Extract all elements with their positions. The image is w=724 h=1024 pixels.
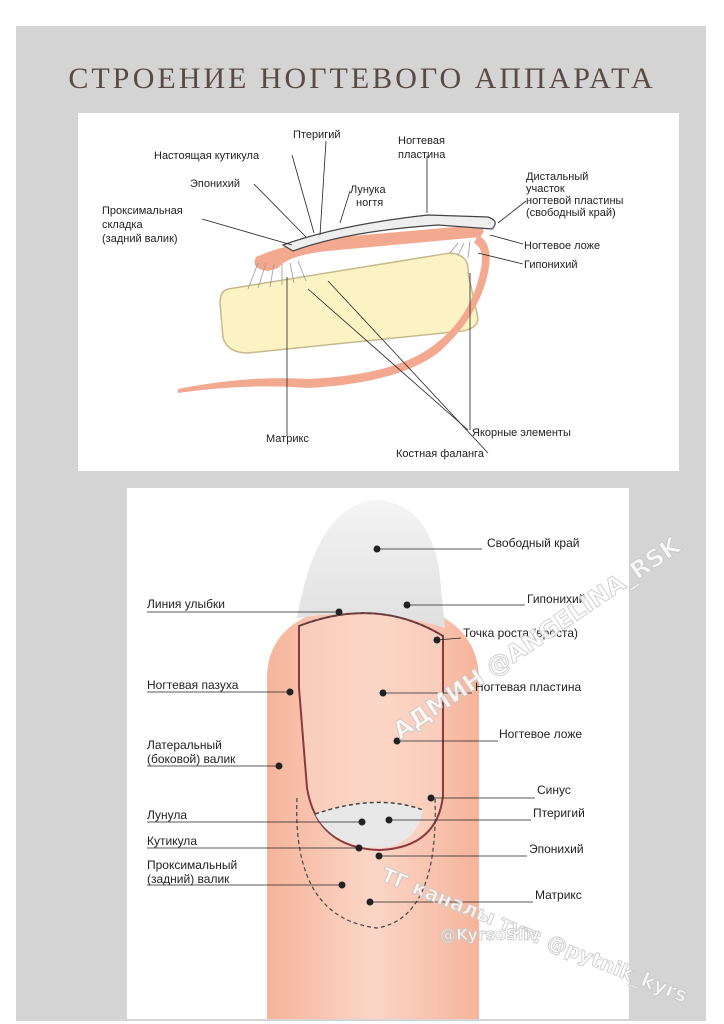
- label-nail-sinus: Ногтевая пазуха: [147, 678, 239, 692]
- nail-bed-shape: [254, 225, 484, 271]
- label-proximal-1-b: Проксимальный: [147, 858, 237, 872]
- label-proximal-2: складка: [102, 219, 143, 231]
- label-growth-point: Точка роста (вроста): [463, 626, 578, 640]
- label-pterygium: Птеригий: [293, 129, 341, 141]
- cross-section-panel: Птеригий Настоящая кутикула Ногтевая пла…: [78, 113, 679, 471]
- label-nail-bed: Ногтевое ложе: [524, 240, 600, 252]
- label-hyponychium-b: Гипонихий: [527, 592, 585, 606]
- label-true-cuticle: Настоящая кутикула: [154, 150, 260, 162]
- nail-plate-outline: [298, 612, 444, 852]
- label-bone-phalanx: Костная фаланга: [396, 448, 485, 460]
- label-nail-bed-b: Ногтевое ложе: [499, 727, 582, 741]
- label-nail-plate-1: Ногтевая: [398, 135, 445, 147]
- cross-section-diagram: Птеригий Настоящая кутикула Ногтевая пла…: [102, 129, 624, 460]
- label-matrix: Матрикс: [266, 433, 309, 445]
- lunula-shape: [315, 802, 423, 848]
- label-lunula-b: Лунула: [147, 808, 187, 822]
- matrix-outline: [296, 797, 436, 929]
- label-eponychium: Эпонихий: [190, 178, 240, 190]
- label-hyponychium: Гипонихий: [524, 259, 578, 271]
- top-view-diagram: Свободный край Гипонихий Линия улыбки То…: [147, 500, 585, 1019]
- label-distal-2: участок: [526, 183, 565, 195]
- label-proximal-1: Проксимальная: [102, 205, 183, 217]
- label-lateral-1: Латеральный: [147, 738, 222, 752]
- leader-lines: [201, 140, 527, 454]
- free-edge-shape: [297, 500, 445, 628]
- label-nail-plate-2: пластина: [398, 149, 446, 161]
- anchor-fibers: [247, 240, 471, 290]
- label-matrix-b: Матрикс: [535, 888, 582, 902]
- page-title: СТРОЕНИЕ НОГТЕВОГО АППАРАТА: [68, 62, 656, 95]
- bottom-leader-lines: [147, 548, 535, 903]
- nail-plate-shape: [281, 214, 496, 252]
- label-cuticle: Кутикула: [147, 834, 197, 848]
- label-anchor-elements: Якорные элементы: [472, 427, 571, 439]
- label-nail-plate-b: Ногтевая пластина: [475, 680, 581, 694]
- label-free-edge: Свободный край: [487, 536, 579, 550]
- lunula-dashed: [314, 801, 424, 815]
- label-lunula-1: Лунука: [350, 184, 386, 196]
- label-distal-4: (свободный край): [526, 207, 616, 219]
- label-smile-line: Линия улыбки: [147, 597, 225, 611]
- label-distal-1: Дистальный: [526, 171, 588, 183]
- label-distal-3: ногтевой пластины: [526, 195, 624, 207]
- label-proximal-3: (задний валик): [102, 233, 178, 245]
- label-eponychium-b: Эпонихий: [529, 842, 584, 856]
- label-sinus: Синус: [537, 783, 571, 797]
- label-lunula-2: ногтя: [356, 197, 383, 209]
- label-lateral-2: (боковой) валик: [147, 752, 236, 766]
- label-proximal-2-b: (задний) валик: [147, 872, 230, 886]
- label-pterygium-b: Птеригий: [533, 806, 585, 820]
- top-view-panel: Свободный край Гипонихий Линия улыбки То…: [127, 488, 629, 1019]
